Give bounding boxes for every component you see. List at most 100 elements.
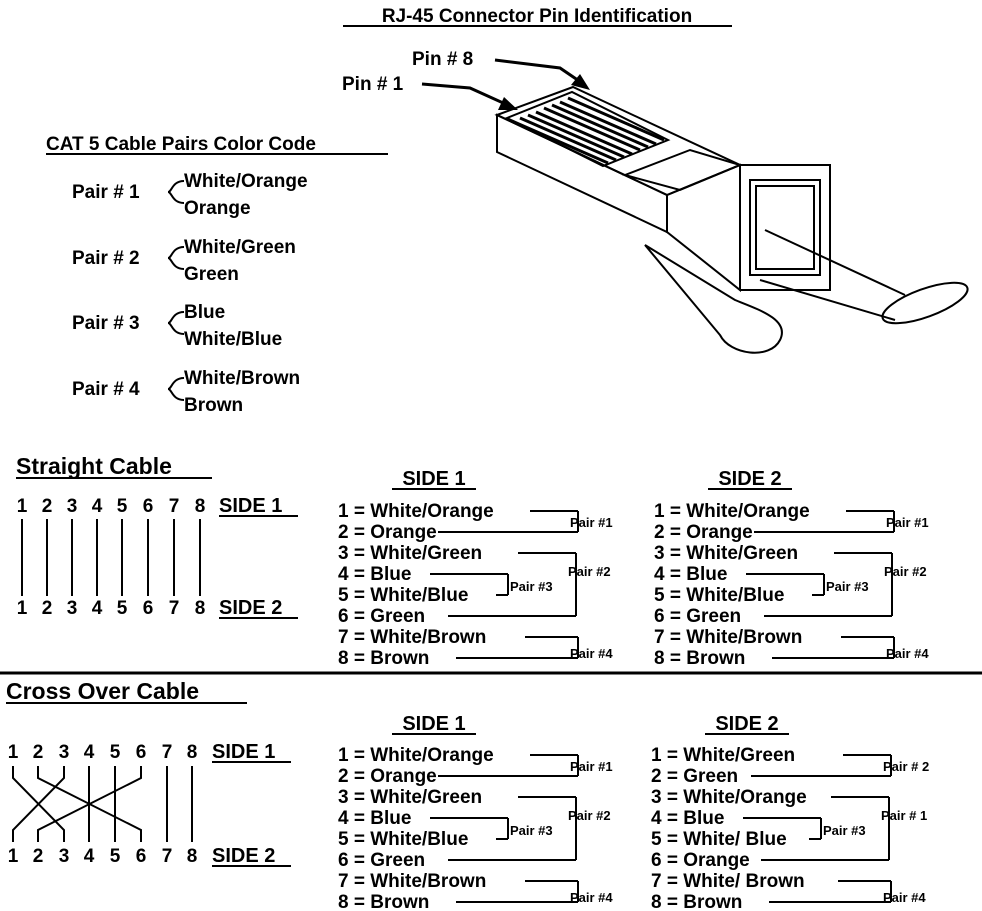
straight-left-pair-label-1: Pair #1 xyxy=(570,515,613,530)
cross-left-row-5: 5 = White/Blue xyxy=(338,829,468,850)
straight-side2-label: SIDE 2 xyxy=(219,597,282,619)
straight-right-heading: SIDE 2 xyxy=(718,468,781,490)
straight-right-row-1: 1 = White/Orange xyxy=(654,501,810,522)
straight-right-pair-label-1: Pair #1 xyxy=(886,515,929,530)
pair-2-brace xyxy=(167,246,185,270)
cross-top-pin-3: 3 xyxy=(59,742,70,763)
pin8-arrowhead xyxy=(571,74,590,90)
straight-left-row-1: 1 = White/Orange xyxy=(338,501,494,522)
cross-left-heading: SIDE 1 xyxy=(402,713,465,735)
straight-top-pin-8: 8 xyxy=(195,496,206,517)
pin8-label: Pin # 8 xyxy=(412,49,473,70)
straight-left-heading: SIDE 1 xyxy=(402,468,465,490)
cross-bottom-pin-4: 4 xyxy=(84,846,95,867)
cross-left-pair-label-3: Pair #3 xyxy=(510,823,553,838)
cross-right-row-1: 1 = White/Green xyxy=(651,745,795,766)
pair-2-wire-a: White/Green xyxy=(184,237,296,258)
straight-bottom-pin-2: 2 xyxy=(42,598,53,619)
straight-bottom-pin-3: 3 xyxy=(67,598,78,619)
straight-left-row-5: 5 = White/Blue xyxy=(338,585,468,606)
cross-top-pin-8: 8 xyxy=(187,742,198,763)
straight-heading: Straight Cable xyxy=(16,453,172,479)
cross-bottom-pin-2: 2 xyxy=(33,846,44,867)
pair-3-wire-a: Blue xyxy=(184,302,225,323)
straight-top-pin-4: 4 xyxy=(92,496,103,517)
pin8-arrow xyxy=(494,58,586,87)
cross-left-pair-label-4: Pair #4 xyxy=(570,890,613,905)
cross-bottom-pin-3: 3 xyxy=(59,846,70,867)
straight-right-pair-label-3: Pair #3 xyxy=(826,579,869,594)
cross-bottom-pin-1: 1 xyxy=(8,846,19,867)
straight-top-pin-6: 6 xyxy=(143,496,154,517)
straight-top-pin-7: 7 xyxy=(169,496,180,517)
straight-left-pair-label-3: Pair #3 xyxy=(510,579,553,594)
cross-bottom-pin-7: 7 xyxy=(162,846,173,867)
pin1-arrow xyxy=(421,82,513,109)
pair-1-label: Pair # 1 xyxy=(72,182,140,203)
cross-right-row-2: 2 = Green xyxy=(651,766,738,787)
cross-top-pin-7: 7 xyxy=(162,742,173,763)
cross-left-row-7: 7 = White/Brown xyxy=(338,871,486,892)
straight-right-row-8: 8 = Brown xyxy=(654,648,745,669)
straight-bottom-pin-5: 5 xyxy=(117,598,128,619)
cross-left-pair-label-1: Pair #1 xyxy=(570,759,613,774)
straight-left-row-4: 4 = Blue xyxy=(338,564,411,585)
cross-right-row-8: 8 = Brown xyxy=(651,892,742,911)
straight-left-row-3: 3 = White/Green xyxy=(338,543,482,564)
pair-4-brace xyxy=(167,377,185,401)
cross-bottom-pin-5: 5 xyxy=(110,846,121,867)
cross-bottom-pin-6: 6 xyxy=(136,846,147,867)
straight-bottom-pin-7: 7 xyxy=(169,598,180,619)
cross-left-row-8: 8 = Brown xyxy=(338,892,429,911)
pair-2-wire-b: Green xyxy=(184,264,239,285)
cross-right-row-3: 3 = White/Orange xyxy=(651,787,807,808)
pair-4-label: Pair # 4 xyxy=(72,379,140,400)
pin1-arrowhead xyxy=(498,97,518,110)
straight-top-pin-5: 5 xyxy=(117,496,128,517)
straight-left-row-2: 2 = Orange xyxy=(338,522,437,543)
cross-right-row-5: 5 = White/ Blue xyxy=(651,829,787,850)
straight-right-row-2: 2 = Orange xyxy=(654,522,753,543)
cross-wire-6-to-2 xyxy=(37,766,142,842)
pair-3-label: Pair # 3 xyxy=(72,313,140,334)
cross-wire-3-to-1 xyxy=(12,766,65,842)
cross-side2-label: SIDE 2 xyxy=(212,845,275,867)
pair-3-wire-b: White/Blue xyxy=(184,329,282,350)
cross-left-row-6: 6 = Green xyxy=(338,850,425,871)
cross-right-row-6: 6 = Orange xyxy=(651,850,750,871)
straight-left-row-6: 6 = Green xyxy=(338,606,425,627)
cross-right-pair-label-2: Pair # 1 xyxy=(881,808,927,823)
cross-top-pin-2: 2 xyxy=(33,742,44,763)
straight-right-pair-label-4: Pair #4 xyxy=(886,646,929,661)
cross-top-pin-6: 6 xyxy=(136,742,147,763)
rj45-connector-drawing xyxy=(494,85,969,354)
cross-side1-label: SIDE 1 xyxy=(212,741,275,763)
straight-top-pin-3: 3 xyxy=(67,496,78,517)
cross-right-row-4: 4 = Blue xyxy=(651,808,724,829)
pair-4-wire-a: White/Brown xyxy=(184,368,300,389)
pair-1-wire-b: Orange xyxy=(184,198,251,219)
cross-left-pair-label-2: Pair #2 xyxy=(568,808,611,823)
straight-left-row-8: 8 = Brown xyxy=(338,648,429,669)
cross-right-pair-label-3: Pair #3 xyxy=(823,823,866,838)
cross-heading: Cross Over Cable xyxy=(6,678,199,704)
straight-right-row-5: 5 = White/Blue xyxy=(654,585,784,606)
straight-right-row-7: 7 = White/Brown xyxy=(654,627,802,648)
straight-left-row-7: 7 = White/Brown xyxy=(338,627,486,648)
straight-right-row-4: 4 = Blue xyxy=(654,564,727,585)
cross-right-row-7: 7 = White/ Brown xyxy=(651,871,805,892)
cross-top-pin-1: 1 xyxy=(8,742,19,763)
straight-right-row-3: 3 = White/Green xyxy=(654,543,798,564)
straight-top-pin-2: 2 xyxy=(42,496,53,517)
cross-top-pin-4: 4 xyxy=(84,742,95,763)
cross-left-row-4: 4 = Blue xyxy=(338,808,411,829)
cross-right-pair-label-1: Pair # 2 xyxy=(883,759,929,774)
cross-left-row-2: 2 = Orange xyxy=(338,766,437,787)
